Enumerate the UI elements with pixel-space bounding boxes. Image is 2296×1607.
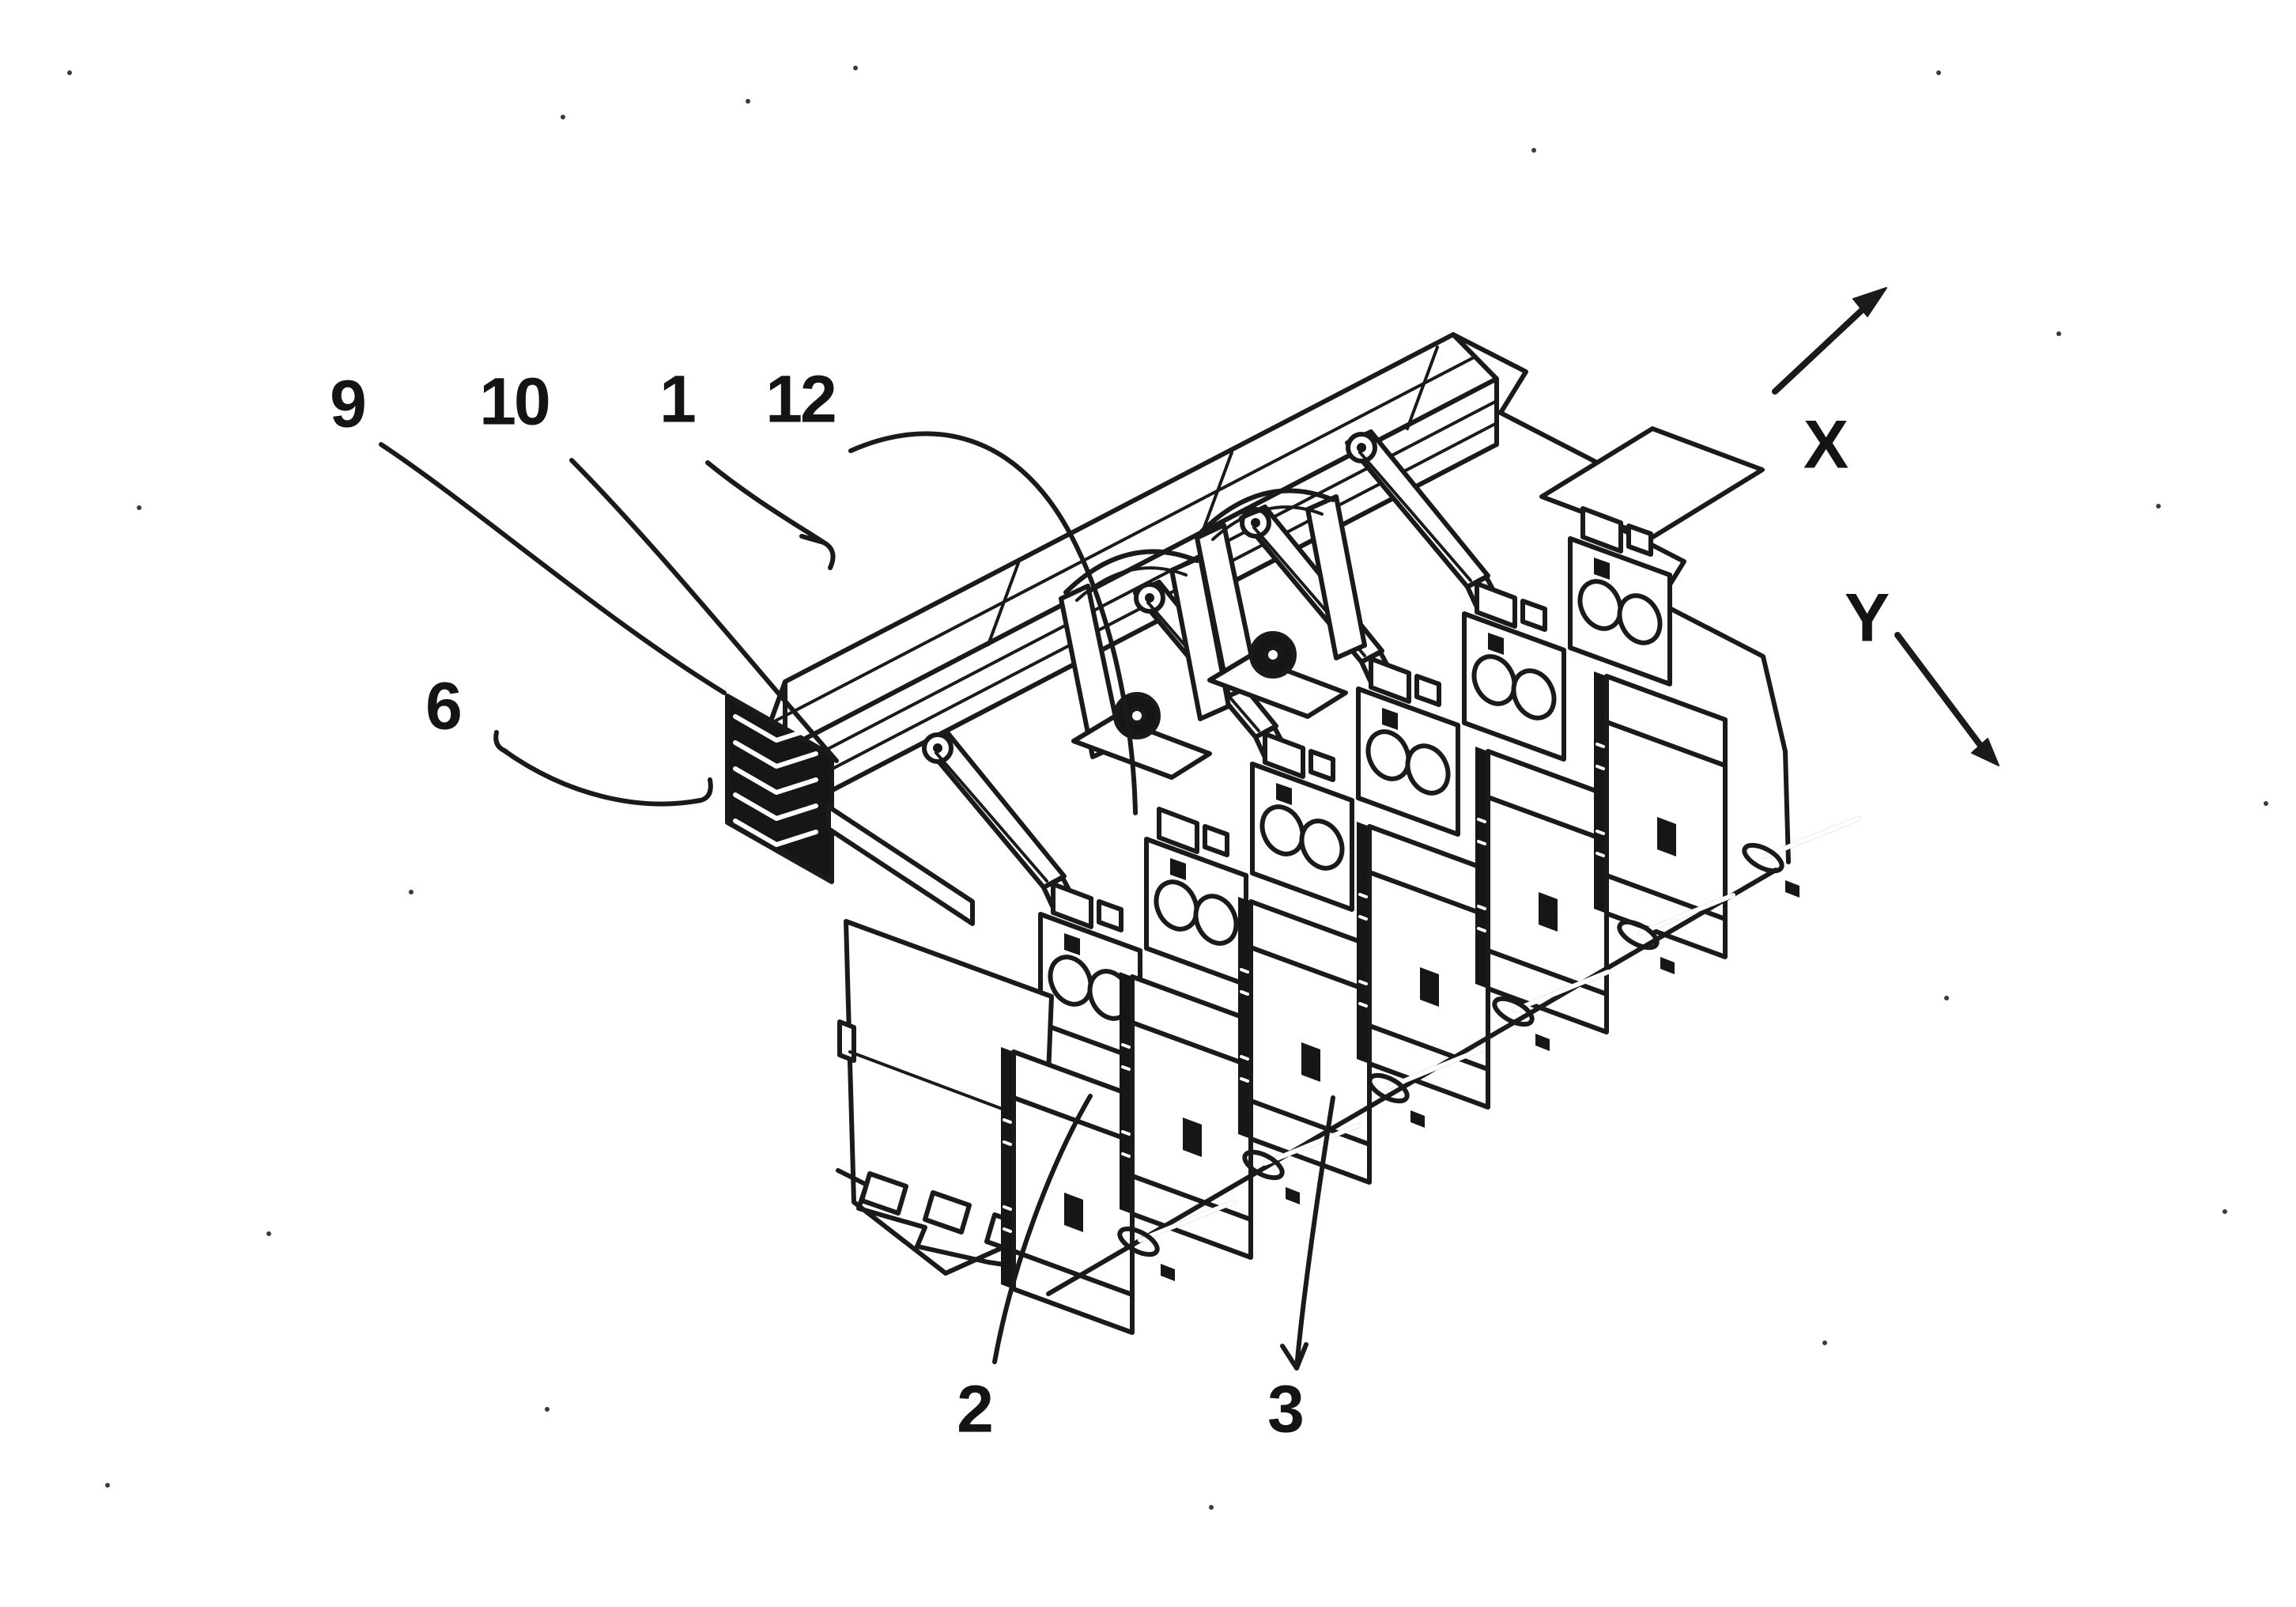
ref-label-10: 10: [479, 364, 550, 439]
ref-label-9: 9: [330, 366, 367, 441]
x-axis-arrow-icon: [1772, 287, 1887, 395]
fuse-cylinder: [1740, 819, 1858, 898]
laminated-stack: [725, 694, 834, 884]
module-housing: [1475, 747, 1607, 1032]
ref-label-12: 12: [765, 361, 836, 437]
module-top-face: [1542, 429, 1762, 538]
leader-line-2: [992, 1094, 1093, 1364]
ref-label-1: 1: [659, 361, 697, 437]
leader-line-10: [569, 458, 839, 763]
leader-line-3: [1280, 1095, 1335, 1371]
device-assembly: [725, 332, 1858, 1333]
module-housing: [1001, 1047, 1132, 1333]
terminal-block: [1146, 809, 1246, 985]
leader-line-6: [493, 730, 713, 807]
axis-arrows: [1772, 287, 2000, 766]
module-housing: [1357, 822, 1488, 1107]
ref-label-2: 2: [957, 1371, 994, 1446]
leader-line-9: [379, 442, 727, 695]
module-housing: [1238, 897, 1369, 1182]
cover-support-strip: [826, 804, 975, 926]
scan-speckles: [67, 66, 2268, 1510]
terminal-block: [1358, 659, 1458, 834]
y-axis-label: Y: [1844, 580, 1890, 656]
module-housing: [1594, 671, 1725, 957]
ref-label-6: 6: [425, 668, 463, 743]
terminal-block: [1464, 584, 1564, 759]
ref-label-3: 3: [1267, 1371, 1305, 1446]
y-axis-arrow-icon: [1894, 632, 2000, 766]
x-axis-label: X: [1803, 406, 1849, 483]
leader-line-1: [705, 460, 836, 570]
leader-line-12: [848, 431, 1138, 815]
terminal-block: [1252, 734, 1352, 909]
leader-lines: [379, 431, 1335, 1371]
